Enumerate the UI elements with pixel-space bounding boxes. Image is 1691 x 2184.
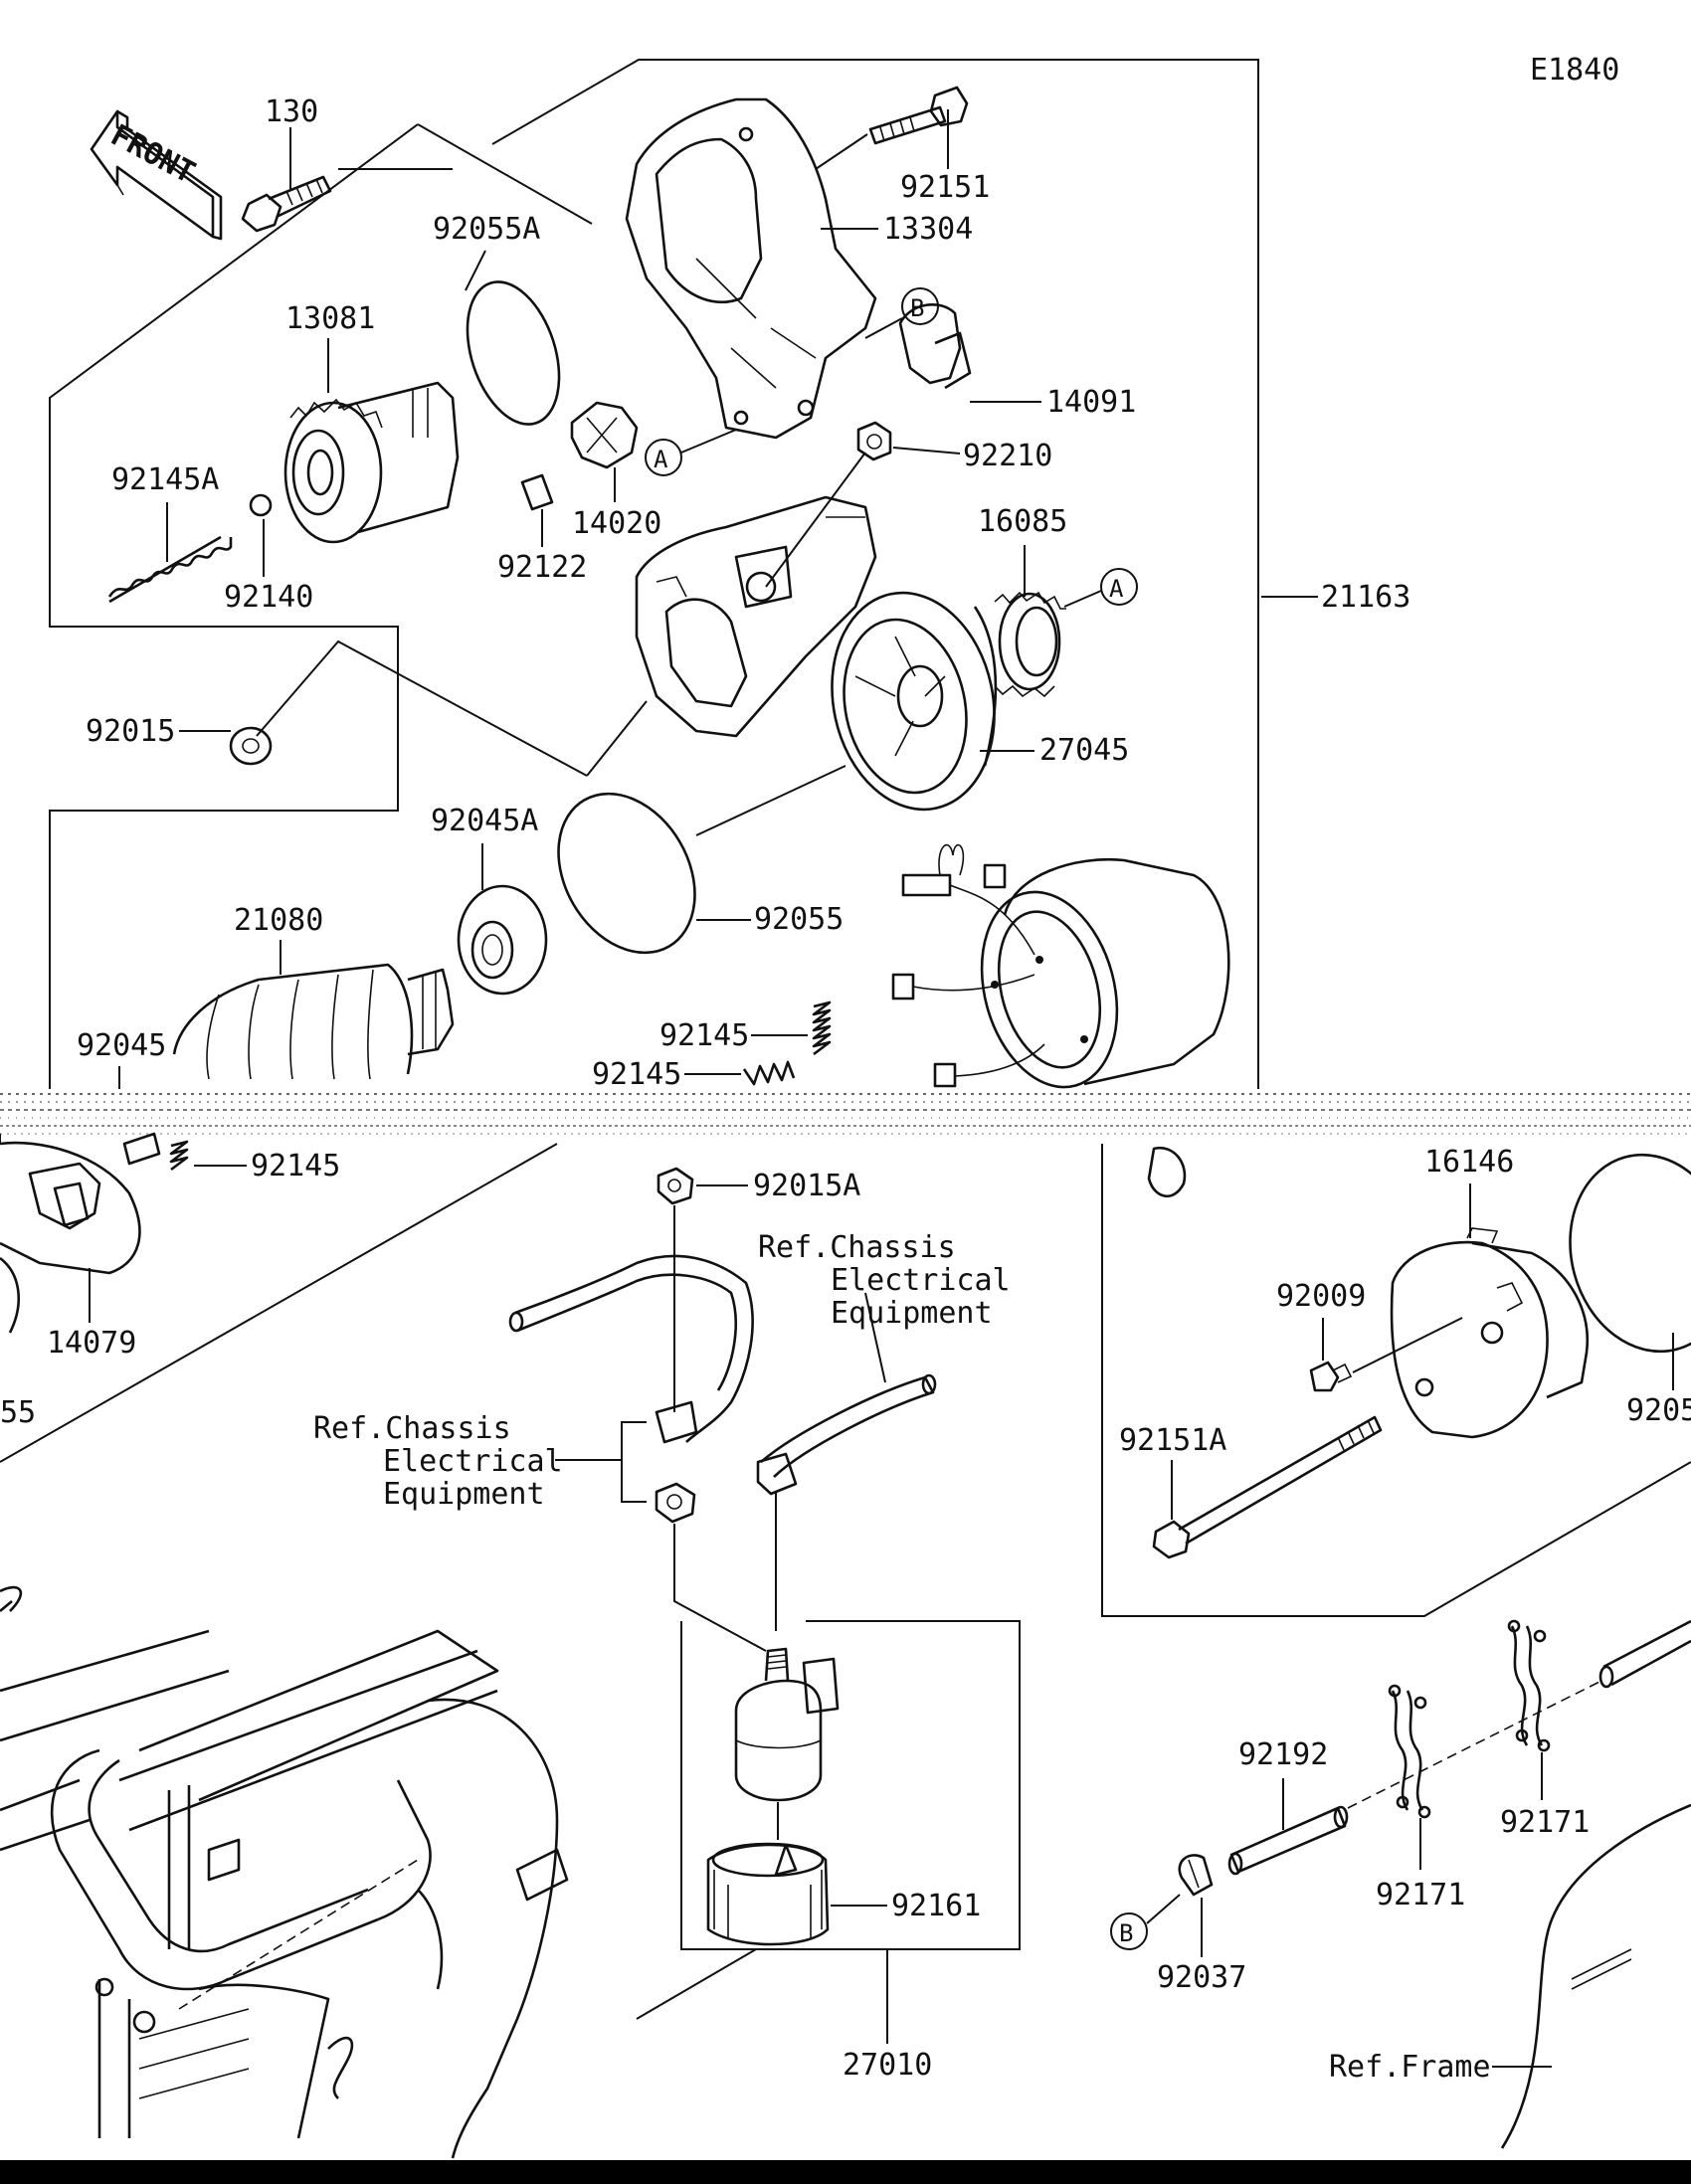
callout-b-lower [1110, 1912, 1148, 1950]
assembly-outline-21163 [491, 59, 1259, 1089]
label-92192: 92192 [1238, 1737, 1328, 1772]
callout-a-right-label: A [1109, 575, 1124, 603]
armature-21080-icon [172, 963, 455, 1080]
solenoid-icon [734, 1647, 840, 1802]
callout-a-upper [645, 439, 682, 476]
label-92145a: 92145A [111, 462, 219, 497]
rubber-mount-92161-icon [706, 1842, 830, 1946]
end-cover-27045-icon [831, 591, 998, 812]
screw-92009-icon [1309, 1361, 1353, 1392]
label-92145-b: 92145 [592, 1057, 681, 1092]
label-92055-cut: 55 [0, 1395, 36, 1430]
cap-14091-icon [898, 303, 972, 390]
ref-chassis-upper-line1: Ref.Chassis [758, 1230, 956, 1265]
clamp-92037-icon [1178, 1854, 1214, 1897]
clip-92140-icon [249, 493, 273, 517]
bottom-edge-bar [0, 2160, 1691, 2184]
ref-frame-label: Ref.Frame [1329, 2050, 1491, 2085]
label-92145-a: 92145 [659, 1018, 749, 1053]
tube-92192-icon [1227, 1805, 1349, 1876]
starter-drive-13081-icon [283, 381, 460, 544]
label-92161: 92161 [891, 1889, 981, 1923]
label-92009: 92009 [1276, 1279, 1366, 1314]
assembly-outline-27010 [680, 1620, 1021, 1950]
label-92015: 92015 [86, 714, 175, 749]
label-16146: 16146 [1424, 1145, 1514, 1180]
scan-noise-band [0, 1089, 1691, 1141]
spring-92145-c-icon [169, 1140, 189, 1172]
gear-16085-icon [994, 591, 1066, 698]
front-arrow-icon: FRONT [90, 109, 223, 241]
cable-upper-icon [508, 1254, 754, 1444]
ref-chassis-lower-line1: Ref.Chassis [313, 1411, 511, 1446]
tube-right-icon [1598, 1619, 1691, 1689]
cable-lower-icon [756, 1373, 937, 1496]
nut-solenoid-icon [655, 1482, 696, 1524]
label-14091: 14091 [1046, 385, 1136, 420]
housing-13304-icon [625, 97, 877, 440]
o-ring-92055-right-icon [1569, 1153, 1691, 1354]
label-92171-a: 92171 [1376, 1878, 1465, 1912]
label-130: 130 [265, 94, 318, 129]
label-92037: 92037 [1157, 1960, 1246, 1995]
brush-holder-14079-icon [0, 1132, 161, 1334]
label-21163: 21163 [1321, 580, 1410, 615]
bolt-92151-icon [868, 86, 969, 145]
label-92210: 92210 [963, 439, 1052, 473]
end-frame-16146-icon [1147, 1146, 1590, 1439]
label-13304: 13304 [883, 212, 973, 247]
front-label: FRONT [105, 118, 201, 191]
ref-chassis-lower-line2: Electrical [383, 1444, 563, 1479]
coupling-14020-icon [570, 401, 639, 469]
nut-92015a-icon [657, 1167, 694, 1205]
label-92055a: 92055A [433, 212, 540, 247]
callout-a-right [1100, 568, 1138, 606]
washer-92015-icon [229, 726, 273, 766]
chassis-frame-icon [0, 1585, 569, 2159]
nut-92210-icon [856, 421, 892, 461]
callout-b-upper [901, 287, 939, 325]
clip-92171-b-icon [1507, 1619, 1551, 1752]
o-ring-92055-icon [557, 792, 696, 955]
assembly-outline-left [49, 123, 419, 1089]
label-92145-c: 92145 [251, 1149, 340, 1183]
label-92122: 92122 [497, 550, 587, 585]
pin-92122-icon [520, 473, 554, 511]
diagram-code: E1840 [1530, 53, 1619, 88]
ref-chassis-upper-line2: Electrical [831, 1263, 1011, 1298]
bolt-130-icon [241, 175, 332, 233]
ref-chassis-upper-line3: Equipment [831, 1296, 993, 1331]
label-92055-right-cut: 9205 [1626, 1393, 1691, 1428]
label-92045: 92045 [77, 1028, 166, 1063]
label-92055: 92055 [754, 902, 844, 937]
bolt-92151a-icon [1152, 1415, 1383, 1559]
label-13081: 13081 [285, 301, 375, 336]
starter-body-icon [635, 495, 877, 738]
frame-ref-icon [1500, 1803, 1691, 2149]
label-92015a: 92015A [753, 1169, 860, 1203]
yoke-icon [891, 843, 1230, 1089]
label-27045: 27045 [1039, 733, 1129, 768]
spring-92145-b-icon [742, 1060, 796, 1086]
label-21080: 21080 [234, 903, 323, 938]
spring-92145-a-icon [812, 1001, 832, 1056]
callout-b-lower-label: B [1119, 1919, 1133, 1947]
label-92171-b: 92171 [1500, 1805, 1590, 1840]
label-14079: 14079 [47, 1326, 136, 1361]
callout-a-upper-label: A [654, 446, 668, 473]
label-92140: 92140 [224, 580, 313, 615]
o-ring-92055a-icon [466, 280, 561, 426]
label-16085: 16085 [978, 504, 1067, 539]
ref-chassis-lower-line3: Equipment [383, 1477, 545, 1512]
spring-92145a-icon [107, 535, 233, 604]
label-92045a: 92045A [431, 804, 538, 838]
label-27010: 27010 [843, 2048, 932, 2083]
bearing-92045a-icon [457, 884, 548, 996]
label-14020: 14020 [572, 506, 661, 541]
label-92151: 92151 [900, 170, 990, 205]
callout-b-upper-label: B [910, 294, 924, 322]
clip-92171-a-icon [1388, 1684, 1431, 1819]
label-92151a: 92151A [1119, 1423, 1226, 1458]
